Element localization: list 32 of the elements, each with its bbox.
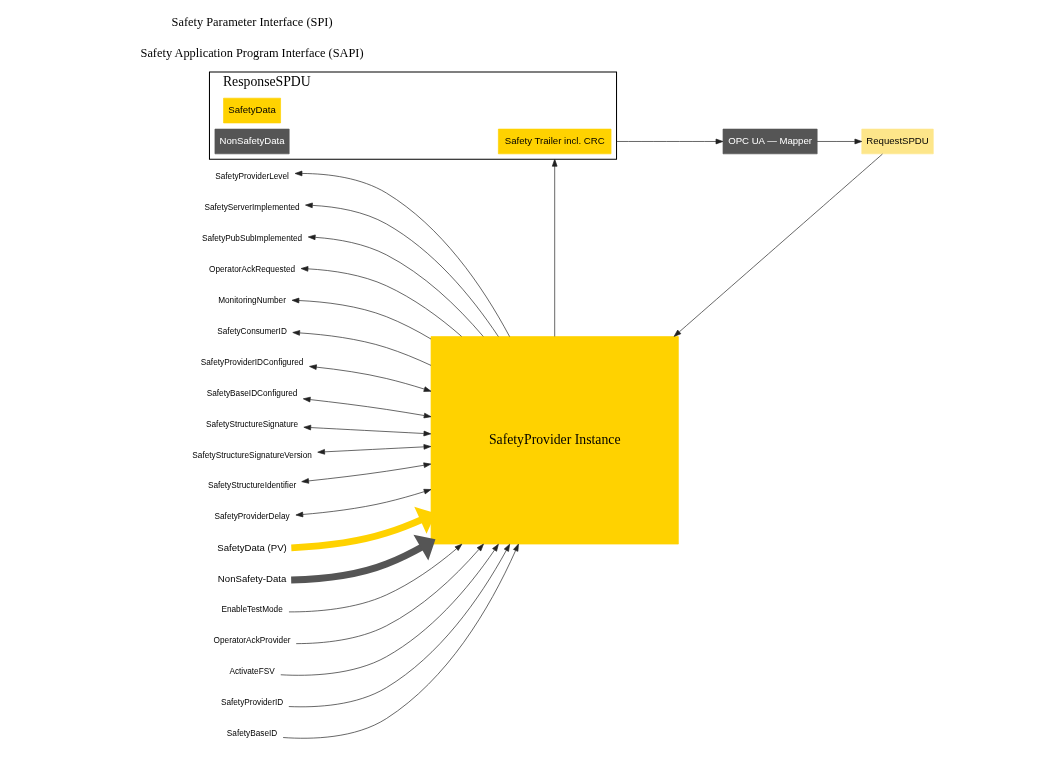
arrow — [304, 202, 499, 337]
arrow — [300, 462, 431, 484]
arrow — [816, 138, 862, 145]
arrow — [551, 159, 557, 337]
arrow — [291, 330, 431, 366]
arrow — [303, 424, 431, 437]
arrow — [673, 153, 883, 337]
arrow — [295, 488, 431, 518]
arrow — [288, 543, 510, 708]
arrow — [615, 138, 723, 145]
node-box: NonSafetyData — [214, 128, 289, 155]
arrow — [290, 534, 435, 584]
node-box: OPC UA — Mapper — [722, 128, 817, 155]
node-box: SafetyData — [222, 97, 281, 124]
node-box: Safety Trailer incl. CRC — [497, 128, 611, 155]
arrow — [279, 543, 499, 676]
arrow — [294, 170, 510, 337]
arrow — [288, 543, 462, 613]
node-text: NonSafety-Data — [217, 572, 286, 584]
node-box: SafetyProvider Instance — [430, 336, 679, 545]
arrow — [300, 266, 462, 337]
node-text: SafetyData (PV) — [216, 541, 287, 553]
arrow — [308, 364, 431, 392]
arrow — [307, 234, 484, 337]
arrow — [316, 444, 431, 455]
arrow — [302, 396, 431, 419]
arrow — [282, 543, 519, 739]
label: Safety Application Program Interface (SAPI) — [140, 46, 364, 61]
arrow — [291, 297, 431, 340]
label: Safety Parameter Interface (SPI) — [171, 15, 333, 30]
arrow — [295, 543, 484, 644]
node-box: RequestSPDU — [860, 128, 934, 155]
